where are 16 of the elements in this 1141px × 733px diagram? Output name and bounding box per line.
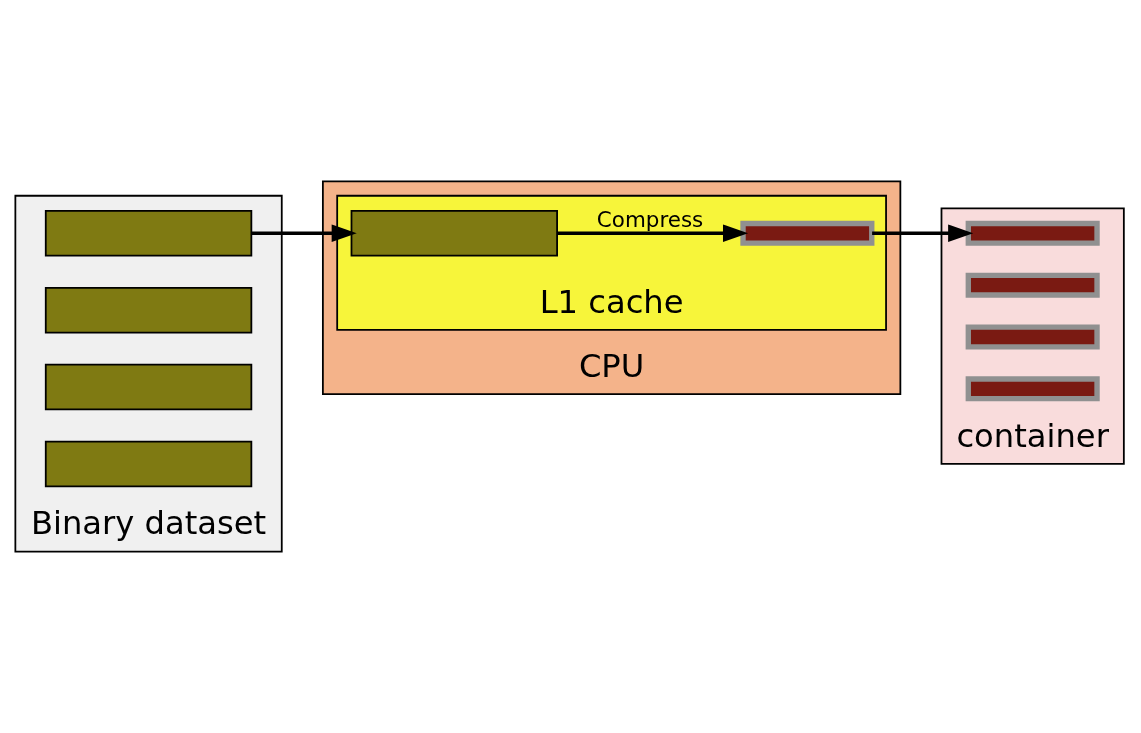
cluster: Binary dataset	[14, 194, 283, 553]
node-bar	[965, 324, 1100, 350]
arrow	[557, 224, 749, 243]
edge-label: Compress	[596, 207, 704, 233]
node-box	[350, 210, 558, 257]
node-bar	[965, 220, 1100, 246]
node-box	[44, 363, 253, 411]
node-box	[44, 210, 253, 257]
node-bar	[965, 272, 1100, 298]
node-bar	[965, 376, 1100, 402]
node-bar	[740, 220, 875, 246]
cluster: container	[940, 207, 1125, 465]
node-box	[44, 440, 253, 488]
arrow	[872, 224, 974, 243]
arrow	[251, 224, 357, 243]
node-box	[44, 286, 253, 334]
